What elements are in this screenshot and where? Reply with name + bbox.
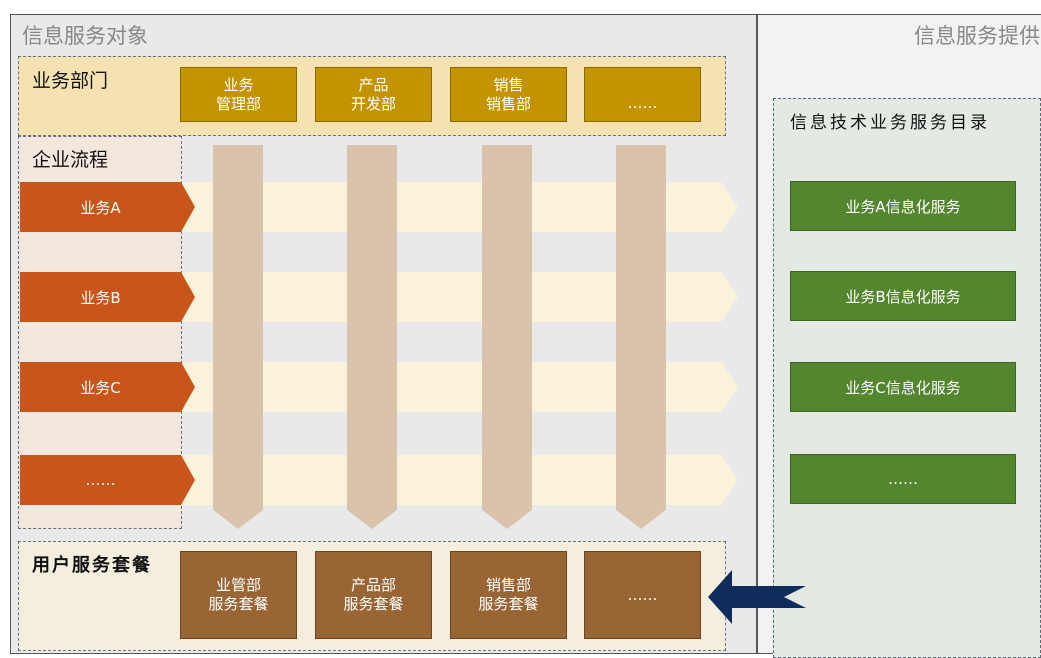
- department-management[interactable]: 业务 管理部: [180, 67, 297, 122]
- process-more[interactable]: ……: [20, 455, 195, 505]
- package-product[interactable]: 产品部 服务套餐: [315, 551, 432, 639]
- service-b[interactable]: 业务B信息化服务: [790, 271, 1016, 321]
- department-column-3: [482, 145, 532, 529]
- process-c[interactable]: 业务C: [20, 362, 195, 412]
- service-c[interactable]: 业务C信息化服务: [790, 362, 1016, 412]
- department-more[interactable]: ……: [584, 67, 701, 122]
- department-column-1: [213, 145, 263, 529]
- service-a[interactable]: 业务A信息化服务: [790, 181, 1016, 231]
- service-object-title: 信息服务对象: [22, 24, 148, 48]
- department-column-4: [616, 145, 666, 529]
- packages-title: 用户服务套餐: [32, 555, 152, 576]
- arrow-left-icon: [708, 570, 806, 624]
- department-product-dev[interactable]: 产品 开发部: [315, 67, 432, 122]
- service-provider-title: 信息服务提供: [914, 24, 1040, 48]
- process-a[interactable]: 业务A: [20, 182, 195, 232]
- package-management[interactable]: 业管部 服务套餐: [180, 551, 297, 639]
- process-b[interactable]: 业务B: [20, 272, 195, 322]
- processes-title: 企业流程: [32, 149, 109, 171]
- package-more[interactable]: ……: [584, 551, 701, 639]
- package-sales[interactable]: 销售部 服务套餐: [450, 551, 567, 639]
- department-column-2: [347, 145, 397, 529]
- service-more[interactable]: ……: [790, 454, 1016, 504]
- department-sales[interactable]: 销售 销售部: [450, 67, 567, 122]
- departments-title: 业务部门: [32, 70, 109, 92]
- service-catalog-title: 信息技术业务服务目录: [790, 113, 990, 133]
